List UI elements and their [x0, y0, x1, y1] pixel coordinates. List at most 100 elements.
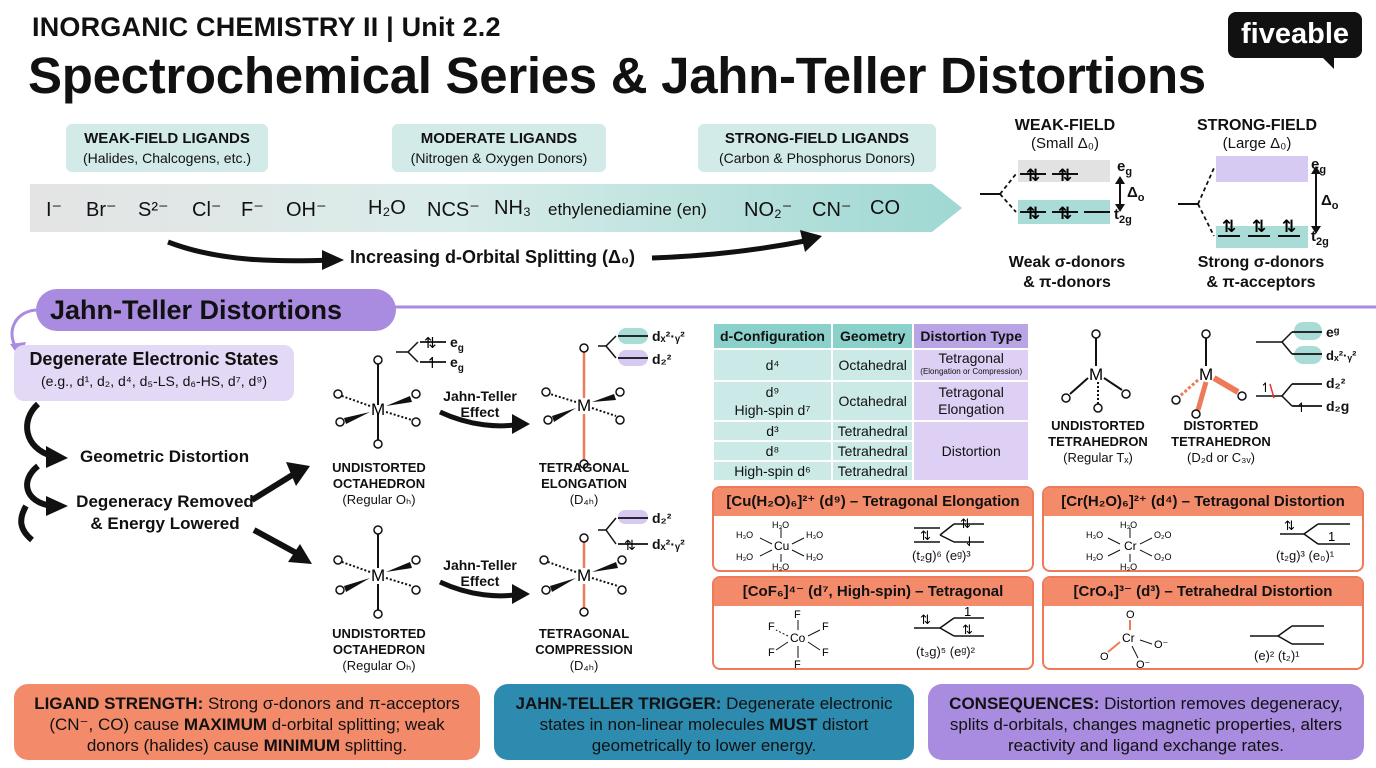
increase-arrow-left	[167, 239, 333, 264]
ligand-t3: splitting.	[340, 736, 408, 755]
jt-effect-upper-1: Jahn-Teller	[443, 388, 517, 404]
ligand-co: CO	[870, 197, 900, 219]
svg-text:H₃O: H₃O	[806, 552, 823, 562]
logo-tail	[1320, 55, 1334, 69]
example-cro4: [CrO₄]³⁻ (d³) – Tetrahedral Distortion C…	[1042, 576, 1364, 671]
svg-text:F: F	[794, 609, 801, 621]
svg-text:H₃O: H₃O	[1120, 562, 1137, 572]
moderate-tag: MODERATE LIGANDS (Nitrogen & Oxygen Dono…	[392, 124, 606, 172]
ligand-strength-box: LIGAND STRENGTH: Strong σ-donors and π-a…	[14, 684, 480, 760]
row3-geom: Tetrahedral	[832, 422, 913, 440]
row4-geom: Tetrahedral	[832, 442, 913, 460]
unit-label: INORGANIC CHEMISTRY II | Unit 2.2	[32, 12, 501, 42]
example-co: [CoF₆]⁴⁻ (d⁷, High-spin) – Tetragonal Co…	[712, 576, 1034, 671]
ligand-en: ethylenediamine (en)	[548, 200, 707, 219]
ligand-strength-label: LIGAND STRENGTH:	[34, 694, 204, 713]
tetra-eg: eᵍ	[1326, 324, 1340, 340]
example-cr-config: (t₂g)³ (e₀)¹	[1276, 548, 1335, 563]
svg-text:⇅: ⇅	[1026, 204, 1040, 223]
example-co-head: [CoF₆]⁴⁻ (d⁷, High-spin) – Tetragonal	[714, 578, 1032, 606]
elong-dx2y2: dₓ²·ᵧ²	[652, 328, 685, 344]
strong-t2g-t: t	[1311, 228, 1316, 245]
trigger-t2: distort geometrically to lower energy.	[591, 715, 869, 755]
svg-text:⇅: ⇅	[1284, 518, 1295, 533]
svg-text:⇅: ⇅	[1252, 217, 1266, 236]
svg-text:O₂O: O₂O	[1154, 552, 1172, 562]
fiveable-logo[interactable]: fiveable	[1228, 12, 1362, 58]
row1-dist: Tetragonal(Elongation or Compression)	[914, 350, 1028, 380]
caption-tetra-distorted: DISTORTED TETRAHEDRON (D₂d or C₃ᵥ)	[1156, 418, 1286, 465]
th-geometry: Geometry	[832, 324, 913, 348]
ligand-f: F⁻	[241, 199, 264, 221]
weak-delta: Δ	[1127, 184, 1138, 201]
weak-delta-label: Δo	[1127, 184, 1145, 204]
degenerate-examples: (e.g., d¹, d₂, d⁴, d₅-LS, d₆-HS, d⁷, d⁹)	[41, 373, 267, 389]
example-cro4-graphic: Cr OO O⁻O⁻	[1100, 609, 1324, 671]
example-cro4-head: [CrO₄]³⁻ (d³) – Tetrahedral Distortion	[1044, 578, 1362, 606]
weak-note-2: & π-donors	[1023, 274, 1111, 291]
cap-und-l-3: (Regular Oₕ)	[342, 658, 416, 673]
oct-compressed: M	[539, 533, 627, 617]
svg-text:⇅: ⇅	[424, 335, 437, 352]
strong-t2g-sub: 2g	[1316, 236, 1329, 248]
row2-dist-a: Tetragonal	[938, 384, 1004, 400]
comp-dz2: d₂²	[652, 510, 672, 526]
row5-config: High-spin d⁶	[714, 462, 831, 480]
strong-field-header: STRONG-FIELD (Large Δ₀)	[1182, 117, 1332, 152]
ligand-br: Br⁻	[86, 199, 117, 221]
row1-config: d⁴	[714, 350, 831, 380]
ligand-b2: MINIMUM	[263, 736, 341, 755]
weak-field-header: WEAK-FIELD (Small Δ₀)	[990, 117, 1140, 152]
jt-effect-lower-1: Jahn-Teller	[443, 557, 517, 573]
jt-eg-upper-g: g	[457, 342, 464, 354]
ligand-s: S²⁻	[138, 199, 169, 221]
ligand-nh3: NH₃	[494, 197, 532, 219]
weak-tag-title: WEAK-FIELD LIGANDS	[84, 130, 250, 147]
strong-delta-sub: o	[1331, 200, 1339, 212]
weak-delta-sub: o	[1137, 192, 1145, 204]
ligand-cn: CN⁻	[812, 199, 852, 221]
svg-text:M: M	[1089, 365, 1103, 384]
cap-und-l-1: UNDISTORTED	[332, 626, 426, 641]
svg-text:M: M	[1199, 365, 1213, 384]
degenerate-title: Degenerate Electronic States	[29, 349, 279, 369]
tetra-d2g: d₂g	[1326, 398, 1350, 414]
svg-text:F: F	[822, 621, 829, 633]
page-title: Spectrochemical Series & Jahn-Teller Dis…	[28, 47, 1206, 104]
caption-elongation: TETRAGONAL ELONGATION (D₄ₕ)	[528, 460, 640, 508]
cap-el-1: TETRAGONAL	[538, 460, 630, 475]
moderate-tag-title: MODERATE LIGANDS	[420, 130, 578, 147]
jt-eg-lower-e: e	[450, 354, 458, 370]
cap-und-l-2: OCTAHEDRON	[332, 642, 426, 657]
weak-field-tag: WEAK-FIELD LIGANDS (Halides, Chalcogens,…	[66, 124, 268, 172]
ligand-no2: NO₂⁻	[744, 199, 793, 221]
cap-tu-3: (Regular Tₓ)	[1063, 450, 1133, 465]
caption-undistorted-lower: UNDISTORTED OCTAHEDRON (Regular Oₕ)	[318, 626, 440, 674]
removed-line-2: & Energy Lowered	[90, 514, 240, 533]
jt-eg-lower-g: g	[457, 362, 464, 374]
strong-field-sub: (Large Δ₀)	[1222, 135, 1292, 152]
svg-text:F: F	[822, 647, 829, 659]
ligand-oh: OH⁻	[286, 199, 327, 221]
row1-geom: Octahedral	[832, 350, 913, 380]
row2-dist-b: Elongation	[938, 401, 1005, 417]
svg-text:M: M	[577, 396, 591, 415]
consequences-t1: Distortion removes degeneracy, splits d-…	[949, 694, 1343, 755]
strong-tag-title: STRONG-FIELD LIGANDS	[724, 130, 910, 147]
cap-und-u-1: UNDISTORTED	[332, 460, 426, 475]
svg-text:H₃O: H₃O	[1120, 520, 1137, 530]
example-cu-config: (t₂g)⁶ (eᵍ)³	[912, 548, 971, 563]
cap-el-2: ELONGATION	[541, 476, 627, 491]
svg-text:⇅: ⇅	[1282, 217, 1296, 236]
svg-text:⇅: ⇅	[920, 528, 931, 543]
weak-tag-sub: (Halides, Chalcogens, etc.)	[82, 150, 252, 166]
tetra-undistorted: M	[1061, 329, 1131, 413]
jt-eg-upper-e: e	[450, 334, 458, 350]
weak-field-title: WEAK-FIELD	[1014, 117, 1116, 134]
